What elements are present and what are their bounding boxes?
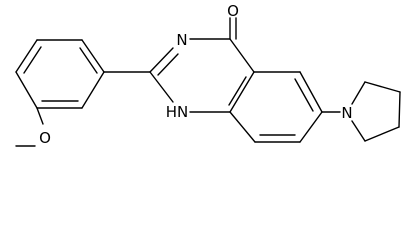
bond-pyr-2 <box>364 81 401 93</box>
bond-c2-n1 <box>149 71 174 103</box>
bond-ph-1 <box>81 39 105 73</box>
bond-pyr-5 <box>351 120 366 142</box>
bond-c7-c6 <box>299 111 323 143</box>
bond-pyr-1 <box>351 81 366 105</box>
bond-c4-c4a <box>229 38 255 73</box>
bond-ph-3-inner <box>23 46 42 74</box>
molecule-structure: O N HN N O <box>0 0 407 154</box>
bond-c4a-c8a <box>229 71 255 113</box>
bond-ph-3 <box>15 39 38 73</box>
hydrogen-label: H <box>166 103 177 121</box>
bond-c6-c5 <box>299 71 323 113</box>
bond-ph-1-inner <box>79 47 98 74</box>
atom-label-carbonyl-oxygen: O <box>227 2 239 20</box>
bond-ph-4 <box>15 71 38 109</box>
atom-label-methoxy-oxygen: O <box>39 129 51 147</box>
bond-c8a-c8 <box>229 111 256 143</box>
bond-n3-c2 <box>149 47 174 73</box>
bond-n3-c2-double <box>157 53 179 76</box>
bond-pyr-3 <box>398 91 401 128</box>
background <box>0 0 407 154</box>
bond-ph-6 <box>81 71 105 109</box>
bond-c4a-c8a-inner <box>228 76 247 106</box>
bond-pyr-4 <box>364 126 400 142</box>
atom-label-n1h: HN <box>166 103 189 121</box>
atom-label-n3: N <box>176 31 187 49</box>
atom-label-pyrrolidine-n: N <box>341 104 352 122</box>
nitrogen-label: N <box>177 103 188 121</box>
bond-c6-c5-inner <box>294 78 314 112</box>
bonds <box>15 17 401 147</box>
atom-labels: O N HN N O <box>39 2 353 147</box>
bond-c-omethoxy <box>36 107 44 125</box>
